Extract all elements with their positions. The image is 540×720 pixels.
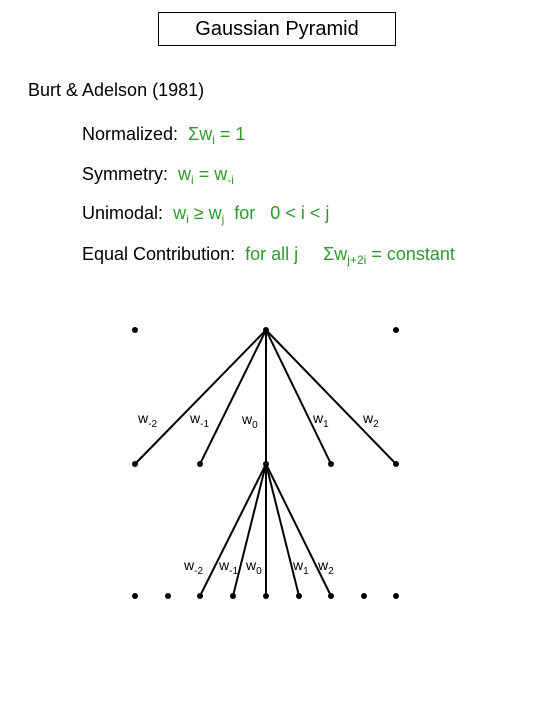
symmetry-formula: wi = w-i: [178, 164, 234, 187]
symmetry-label: Symmetry:: [82, 164, 169, 184]
citation: Burt & Adelson (1981): [28, 80, 205, 100]
node-bottom-7: [328, 593, 334, 599]
edge-bottom-w-2: [199, 463, 267, 597]
bottom-weight-w0: w0: [245, 557, 262, 577]
edge-bottom-w2: [265, 463, 332, 597]
symmetry-property: Symmetry: wi = w-i: [82, 164, 234, 187]
edge-top-w2: [265, 329, 397, 465]
node-mid-1: [132, 461, 138, 467]
bottom-weight-w2: w2: [317, 557, 334, 577]
equal-forall: for all j: [245, 244, 299, 264]
node-mid-4: [328, 461, 334, 467]
top-weight-w1: w1: [312, 410, 329, 430]
bottom-weight-w-2: w-2: [183, 557, 203, 577]
node-bottom-5: [263, 593, 269, 599]
edge-bottom-w-1: [232, 463, 267, 597]
bottom-weight-w-1: w-1: [218, 557, 238, 577]
node-bottom-1: [132, 593, 138, 599]
normalized-formula: Σwi = 1: [188, 124, 246, 147]
edge-top-w1: [265, 329, 332, 465]
node-mid-2: [197, 461, 203, 467]
node-top-left: [132, 327, 138, 333]
edge-top-w-1: [199, 329, 267, 465]
node-bottom-6: [296, 593, 302, 599]
top-weight-w-2: w-2: [137, 410, 157, 430]
bottom-weight-w1: w1: [292, 557, 309, 577]
title-box: Gaussian Pyramid: [158, 12, 396, 46]
node-top-right: [393, 327, 399, 333]
normalized-property: Normalized: Σwi = 1: [82, 124, 246, 147]
equal-formula: Σwj+2i = constant: [323, 244, 455, 267]
unimodal-label: Unimodal:: [82, 203, 164, 223]
top-weight-w2: w2: [362, 410, 379, 430]
node-bottom-9: [393, 593, 399, 599]
normalized-label: Normalized:: [82, 124, 179, 144]
node-bottom-4: [230, 593, 236, 599]
equal-label: Equal Contribution:: [82, 244, 236, 264]
equal-contribution-property: Equal Contribution: for all j Σwj+2i = c…: [82, 244, 455, 267]
page-title: Gaussian Pyramid: [195, 17, 359, 40]
top-weight-w0: w0: [241, 411, 258, 431]
node-mid-5: [393, 461, 399, 467]
top-weight-w-1: w-1: [189, 410, 209, 430]
node-bottom-8: [361, 593, 367, 599]
node-bottom-3: [197, 593, 203, 599]
edge-top-w-2: [134, 329, 267, 465]
unimodal-formula: wi ≥ wj for 0 < i < j: [173, 203, 330, 226]
node-bottom-2: [165, 593, 171, 599]
edge-bottom-w1: [265, 463, 300, 597]
unimodal-property: Unimodal: wi ≥ wj for 0 < i < j: [82, 203, 330, 226]
